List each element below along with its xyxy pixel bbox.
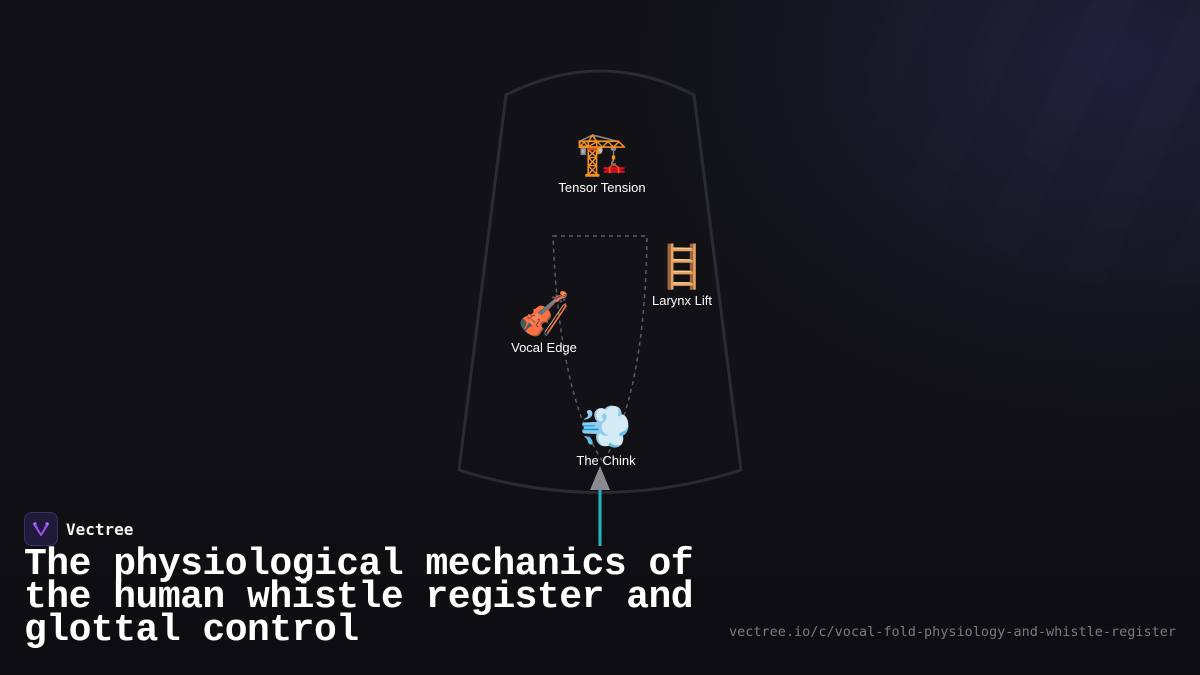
ladder-icon: 🪜	[655, 243, 709, 290]
node-tensor-tension: 🏗️ Tensor Tension	[558, 130, 645, 195]
source-url: vectree.io/c/vocal-fold-physiology-and-w…	[728, 624, 1176, 640]
violin-icon: 🎻	[517, 290, 571, 337]
page-title: The physiological mechanics of the human…	[24, 543, 694, 652]
airflow-arrow-head	[590, 466, 610, 490]
node-vocal-edge: 🎻 Vocal Edge	[511, 290, 577, 355]
vectree-logo-icon	[24, 512, 58, 546]
node-the-chink: 💨 The Chink	[576, 403, 635, 468]
dash-wind-icon: 💨	[579, 403, 633, 450]
node-label: Vocal Edge	[511, 340, 577, 355]
crane-icon: 🏗️	[575, 130, 629, 177]
node-label: The Chink	[576, 453, 636, 468]
node-larynx-lift: 🪜 Larynx Lift	[652, 243, 712, 308]
node-label: Larynx Lift	[652, 293, 712, 308]
larynx-outline	[457, 69, 743, 494]
brand-name: Vectree	[66, 519, 134, 539]
glottis-dashed-outline	[552, 235, 648, 464]
node-label: Tensor Tension	[558, 180, 646, 195]
brand: Vectree	[24, 512, 133, 546]
